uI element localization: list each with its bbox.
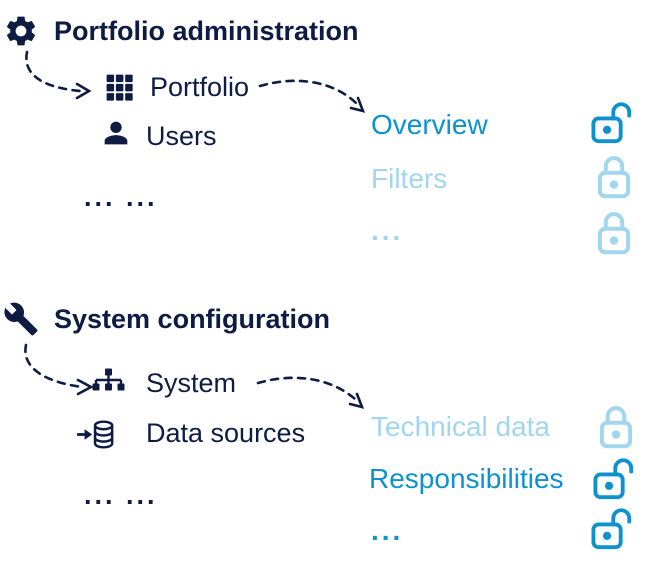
page-row-filters: Filters bbox=[368, 154, 648, 206]
menu-item-users: Users bbox=[146, 121, 217, 151]
lock-open-icon bbox=[591, 102, 632, 144]
page-label-filters: Filters bbox=[371, 163, 448, 194]
section-title: Portfolio administration bbox=[54, 15, 359, 46]
menu-item-more: ... ... bbox=[84, 480, 158, 510]
data-import-icon bbox=[77, 420, 114, 449]
gear-icon bbox=[6, 16, 36, 46]
page-row-more-pages: ... bbox=[368, 208, 648, 260]
page-label-overview: Overview bbox=[371, 109, 488, 140]
page-row-responsibilities: Responsibilities bbox=[368, 454, 648, 506]
lock-closed-icon bbox=[599, 406, 633, 449]
sitemap-icon bbox=[92, 368, 125, 391]
user-icon bbox=[104, 121, 128, 145]
lock-open-icon bbox=[593, 458, 634, 500]
lock-closed-icon bbox=[597, 156, 631, 199]
arrow-portfolio-to-pages bbox=[258, 79, 366, 113]
section-title: System configuration bbox=[54, 303, 331, 334]
page-row-more-pages: ... bbox=[368, 504, 648, 556]
page-row-technical-data: Technical data bbox=[368, 402, 648, 454]
section-header-portfolio-administration: Portfolio administration bbox=[3, 13, 359, 49]
page-label-more: ... bbox=[371, 215, 404, 246]
section-header-system-configuration: System configuration bbox=[3, 301, 330, 337]
arrow-wrench-to-system bbox=[24, 343, 94, 396]
lock-open-icon bbox=[591, 508, 632, 550]
arrow-gear-to-portfolio bbox=[25, 50, 92, 100]
grid-icon bbox=[106, 74, 133, 101]
menu-item-portfolio: Portfolio bbox=[150, 72, 250, 102]
menu-item-data-sources: Data sources bbox=[146, 418, 306, 448]
page-label-more: ... bbox=[371, 515, 404, 546]
menu-item-more: ... ... bbox=[84, 182, 158, 212]
arrow-system-to-pages bbox=[256, 376, 365, 409]
wrench-icon bbox=[4, 302, 38, 336]
page-label-responsibilities: Responsibilities bbox=[369, 463, 564, 494]
page-row-overview: Overview bbox=[368, 100, 648, 152]
page-label-technical-data: Technical data bbox=[371, 411, 551, 442]
menu-item-system: System bbox=[146, 368, 237, 398]
lock-closed-icon bbox=[597, 212, 631, 255]
